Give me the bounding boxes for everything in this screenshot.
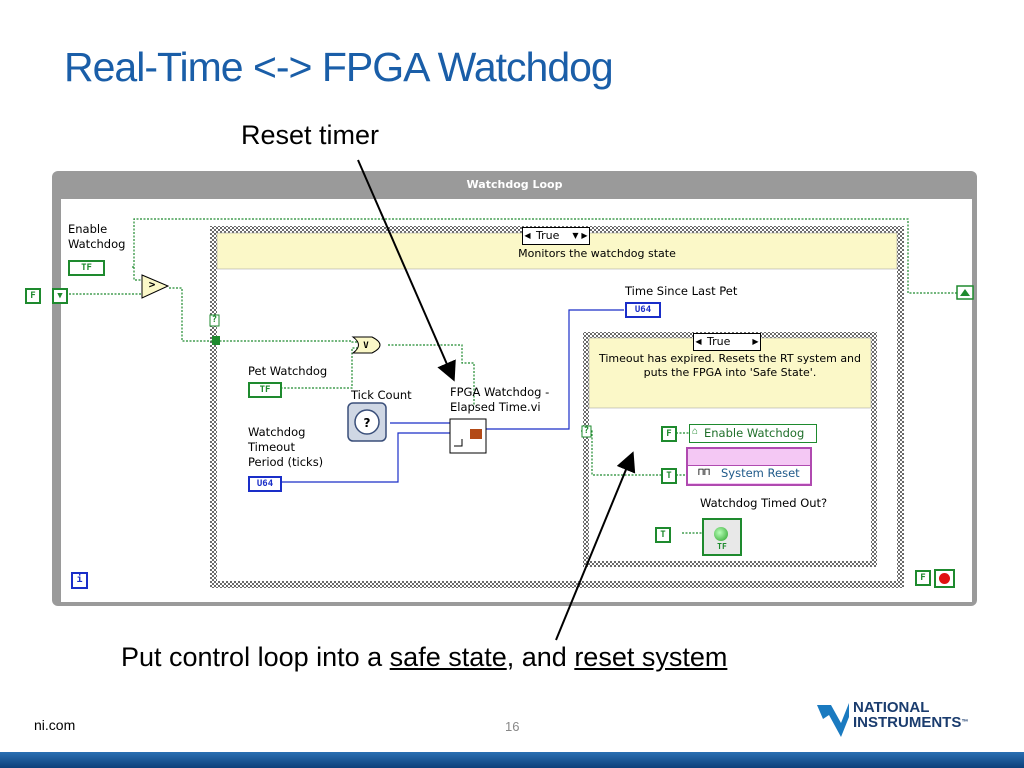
- next-case-icon[interactable]: ▶: [581, 231, 588, 240]
- reset-timer-annotation: Reset timer: [241, 120, 380, 150]
- home-icon: ⌂: [692, 426, 699, 437]
- enable-watchdog-property-node[interactable]: Enable Watchdog ⌂: [689, 424, 817, 443]
- timeout-control[interactable]: U64: [248, 476, 282, 492]
- outer-case-selector-terminal: [212, 336, 220, 345]
- iteration-terminal[interactable]: i: [71, 572, 88, 589]
- shift-register-left[interactable]: ▼: [52, 288, 68, 304]
- greater-than-node: [141, 274, 170, 299]
- timeout-label: Watchdog Timeout Period (ticks): [248, 425, 324, 469]
- timed-out-label: Watchdog Timed Out?: [700, 496, 828, 510]
- system-reset-node[interactable]: System Reset ⊓⊓: [686, 447, 812, 486]
- chevron-down-icon: ▼: [57, 291, 63, 301]
- inner-next-case-icon[interactable]: ▶: [752, 337, 759, 346]
- true-constant-reset[interactable]: T: [661, 468, 677, 484]
- inner-case-selector[interactable]: ◀ True ▶: [693, 333, 761, 351]
- annotation-mid: , and: [506, 642, 575, 672]
- compare-symbol: >: [148, 278, 156, 291]
- labview-block-diagram: ? Watchdog Loop Enable Watchdog TF F ▼ >…: [25, 171, 977, 606]
- svg-text:?: ?: [364, 416, 371, 430]
- enable-watchdog-label: Enable Watchdog: [68, 222, 126, 251]
- ni-logo-line1: NATIONAL: [853, 699, 930, 716]
- slide-title: Real-Time <-> FPGA Watchdog: [64, 44, 614, 90]
- fpga-vi-label: FPGA Watchdog - Elapsed Time.vi: [450, 385, 550, 414]
- ni-eagle-icon: [817, 703, 849, 737]
- annotation-prefix: Put control loop into a: [121, 642, 390, 672]
- inner-case-selector-terminal: [581, 425, 592, 438]
- stop-terminal[interactable]: [934, 569, 955, 588]
- timed-out-indicator[interactable]: TF: [702, 518, 742, 556]
- inner-case-question: ?: [583, 426, 590, 436]
- ni-logo: NATIONAL INSTRUMENTS™: [815, 696, 985, 742]
- pulse-icon: ⊓⊓: [698, 467, 711, 478]
- safe-state-annotation: Put control loop into a safe state, and …: [121, 642, 727, 673]
- page-number: 16: [505, 719, 520, 734]
- ni-logo-text: NATIONAL INSTRUMENTS™: [853, 700, 968, 730]
- pet-watchdog-control[interactable]: TF: [248, 382, 282, 398]
- led-icon: [714, 527, 728, 541]
- enable-watchdog-node-label: Enable Watchdog: [704, 426, 805, 440]
- inner-case-banner: Timeout has expired. Resets the RT syste…: [598, 352, 862, 379]
- footer-link[interactable]: ni.com: [34, 717, 76, 733]
- false-constant-left[interactable]: F: [25, 288, 41, 304]
- time-since-label: Time Since Last Pet: [625, 284, 738, 298]
- safe-state-text: safe state: [389, 642, 507, 672]
- system-reset-label: System Reset: [721, 466, 800, 480]
- stop-icon: [939, 573, 950, 584]
- enable-watchdog-control[interactable]: TF: [68, 260, 105, 276]
- false-constant-stop[interactable]: F: [915, 570, 931, 586]
- inner-prev-case-icon[interactable]: ◀: [695, 337, 702, 346]
- prev-case-icon[interactable]: ◀: [524, 231, 531, 240]
- bottom-bar: [0, 752, 1024, 768]
- loop-title: Watchdog Loop: [466, 178, 563, 191]
- outer-case-value: True: [536, 229, 560, 242]
- case-dropdown-icon[interactable]: ▼: [572, 231, 579, 240]
- outer-case-question: ?: [211, 315, 218, 325]
- inner-case-banner-bg: [588, 337, 872, 409]
- or-symbol: V: [363, 341, 369, 351]
- ni-logo-line2: INSTRUMENTS: [853, 714, 962, 731]
- inner-case-value: True: [707, 335, 731, 348]
- ni-logo-tm: ™: [961, 719, 969, 726]
- time-since-indicator[interactable]: U64: [625, 302, 661, 318]
- tick-count-label: Tick Count: [351, 388, 412, 402]
- outer-case-selector[interactable]: ◀ True ▼ ▶: [522, 227, 590, 245]
- diagram-canvas: ?: [52, 171, 977, 606]
- reset-system-text: reset system: [574, 642, 728, 672]
- true-constant-timed-out[interactable]: T: [655, 527, 671, 543]
- timed-out-tf: TF: [717, 542, 727, 551]
- false-constant-enable[interactable]: F: [661, 426, 677, 442]
- pet-watchdog-label: Pet Watchdog: [248, 364, 328, 378]
- outer-case-banner: Monitors the watchdog state: [518, 247, 676, 260]
